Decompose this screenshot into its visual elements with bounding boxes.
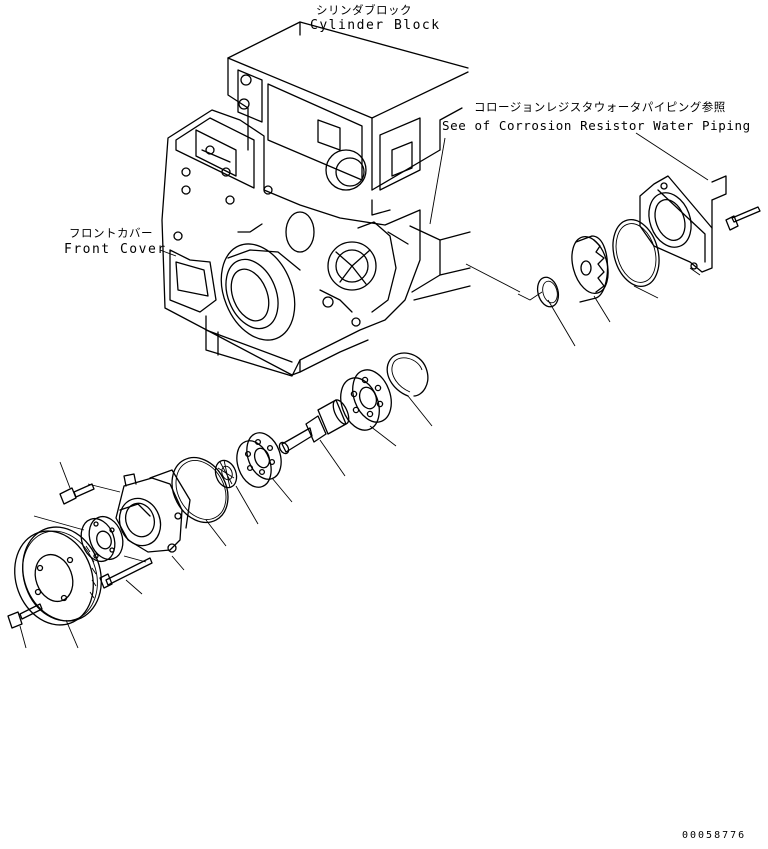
front-bearing [340, 369, 392, 431]
pump-body [115, 469, 191, 553]
o-ring [171, 456, 229, 524]
drawing-number: 00058776 [682, 830, 747, 841]
pipe-flange-housing [639, 175, 727, 273]
front-cover [161, 109, 471, 377]
pump-shaft [278, 399, 350, 455]
front-cover-label-jp: フロントカバー [69, 226, 153, 240]
seal [536, 276, 560, 308]
long-bolt [99, 557, 153, 589]
pulley-flange [80, 515, 124, 563]
pulley [14, 526, 102, 626]
flange-bolt [725, 206, 761, 231]
corrosion-resistor-label: See of Corrosion Resistor Water Piping [442, 118, 751, 133]
front-cover-label: Front Cover [64, 242, 167, 257]
cylinder-block-label: Cylinder Block [310, 18, 441, 33]
body-bolt [59, 483, 95, 505]
leader-lines [19, 132, 709, 649]
snap-ring [386, 352, 429, 397]
spacer-washer [214, 459, 238, 489]
cylinder-block-label-jp: シリンダブロック [316, 3, 412, 17]
cylinder-block [227, 21, 469, 216]
gasket [612, 219, 660, 287]
corrosion-resistor-label-jp: コロージョンレジスタウォータパイピング参照 [474, 100, 726, 114]
rear-bearing [236, 432, 282, 488]
pulley-bolt [7, 603, 43, 629]
impeller [571, 235, 609, 303]
